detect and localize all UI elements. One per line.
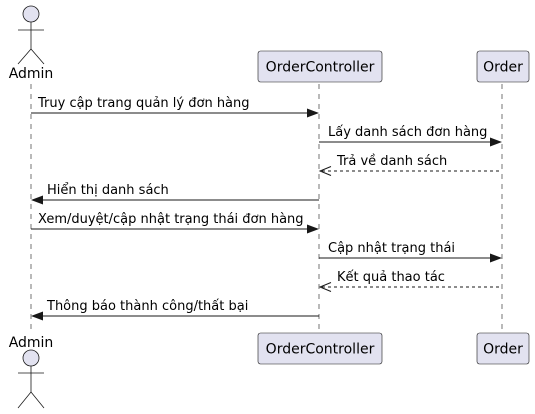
arrowhead-left-open bbox=[318, 166, 332, 176]
arrowhead-left-open bbox=[318, 282, 332, 292]
message-label: Lấy danh sách đơn hàng bbox=[328, 125, 487, 140]
message-2: Lấy danh sách đơn hàng bbox=[319, 125, 502, 147]
message-4: Hiển thị danh sách bbox=[31, 183, 319, 205]
actor-icon bbox=[17, 349, 45, 409]
message-3: Trả về danh sách bbox=[318, 154, 502, 176]
order-box-bottom: Order bbox=[476, 332, 530, 365]
admin-label-bottom: Admin bbox=[9, 335, 54, 351]
controller-label-bottom: OrderController bbox=[266, 342, 375, 358]
admin-actor-top: Admin bbox=[9, 5, 54, 82]
admin-label-top: Admin bbox=[9, 66, 54, 82]
message-label: Trả về danh sách bbox=[336, 154, 447, 169]
arrowhead-right bbox=[490, 253, 502, 263]
order-label-top: Order bbox=[483, 60, 523, 76]
message-8: Thông báo thành công/thất bại bbox=[31, 299, 319, 321]
message-label: Xem/duyệt/cập nhật trạng thái đơn hàng bbox=[38, 212, 304, 227]
message-5: Xem/duyệt/cập nhật trạng thái đơn hàng bbox=[31, 212, 319, 234]
message-label: Cập nhật trạng thái bbox=[328, 241, 455, 256]
controller-box-bottom: OrderController bbox=[257, 332, 383, 365]
order-label-bottom: Order bbox=[483, 342, 523, 358]
arrowhead-right bbox=[307, 224, 319, 234]
order-box-top: Order bbox=[476, 50, 530, 83]
message-6: Cập nhật trạng thái bbox=[319, 241, 502, 263]
message-label: Thông báo thành công/thất bại bbox=[46, 299, 248, 314]
controller-label-top: OrderController bbox=[266, 60, 375, 76]
controller-box-top: OrderController bbox=[257, 50, 383, 83]
message-1: Truy cập trang quản lý đơn hàng bbox=[31, 96, 319, 118]
message-7: Kết quả thao tác bbox=[318, 270, 502, 292]
admin-actor-bottom: Admin bbox=[9, 335, 54, 409]
message-label: Kết quả thao tác bbox=[337, 270, 445, 285]
message-label: Hiển thị danh sách bbox=[47, 183, 169, 198]
actor-icon bbox=[17, 5, 45, 65]
arrowhead-right bbox=[490, 137, 502, 147]
arrowhead-left bbox=[31, 195, 43, 205]
arrowhead-right bbox=[307, 108, 319, 118]
message-label: Truy cập trang quản lý đơn hàng bbox=[37, 96, 250, 111]
arrowhead-left bbox=[31, 311, 43, 321]
